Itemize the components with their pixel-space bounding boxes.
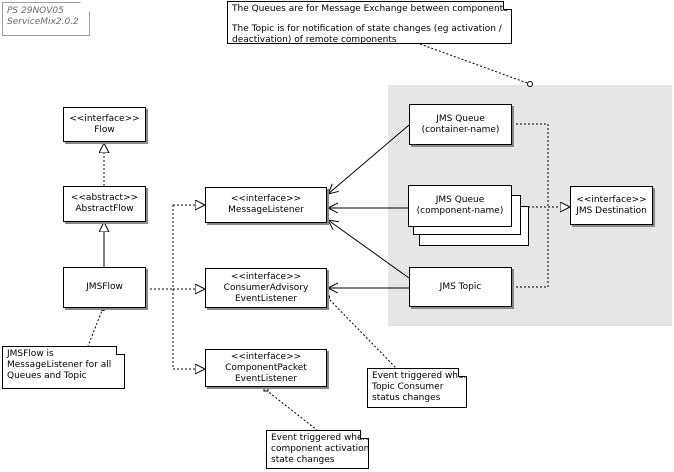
jms-queue-component-name: JMS Queue <box>435 195 485 205</box>
jms-topic-name: JMS Topic <box>439 281 482 292</box>
jms-flow-class[interactable]: JMSFlow <box>63 267 146 308</box>
queues-topic-note-anchor-line <box>419 43 531 85</box>
consumer-advisory-event-listener-interface[interactable]: <<interface>> ConsumerAdvisory EventList… <box>205 268 327 308</box>
queues-topic-note: The Queues are for Message Exchange betw… <box>227 1 512 44</box>
jms-queue-component[interactable]: JMS Queue (component-name) <box>408 185 512 227</box>
topic-to-messagelistener <box>328 220 410 279</box>
jmsflow-listener-note-line2: MessageListener for all <box>7 360 112 370</box>
component-packet-name-line2: EventListener <box>235 373 297 384</box>
component-event-note-fold <box>360 430 369 439</box>
jmsflow-listener-note-fold <box>116 346 125 355</box>
message-listener-stereotype: <<interface>> <box>230 194 302 204</box>
jms-flow-name: JMSFlow <box>86 282 123 292</box>
consumer-event-note-line1: Event triggered when <box>372 371 470 381</box>
jmsflow-listener-note: JMSFlow is MessageListener for all Queue… <box>2 346 125 389</box>
abstract-flow-class[interactable]: <<abstract>> AbstractFlow <box>63 186 146 222</box>
listener-associations <box>328 124 410 288</box>
topic-to-destination <box>512 207 549 288</box>
queues-topic-anchor-dot <box>527 81 533 87</box>
version-stamp: PS 29NOV05 ServiceMix2.0.2 <box>2 2 90 36</box>
jmsflow-listener-note-line3: Queues and Topic <box>7 371 87 381</box>
jmsflow-note-anchor-line <box>87 307 104 347</box>
consumer-event-note: Event triggered when Topic Consumer stat… <box>367 368 467 408</box>
note-anchors <box>87 43 531 431</box>
consumer-advisory-name-line1: ConsumerAdvisory <box>223 282 309 293</box>
realization-connectors <box>146 205 205 369</box>
component-event-note-line2: component activation <box>271 444 370 454</box>
component-event-anchor-line <box>265 389 318 431</box>
component-packet-event-listener-interface[interactable]: <<interface>> ComponentPacket EventListe… <box>205 349 327 387</box>
jmsflow-listener-note-line1: JMSFlow is <box>7 349 54 359</box>
consumer-event-note-line3: status changes <box>372 393 441 403</box>
jms-destination-interface[interactable]: <<interface>> JMS Destination <box>570 186 653 225</box>
version-stamp-date: PS 29NOV05 <box>7 6 64 16</box>
component-event-anchor-dot <box>263 386 269 392</box>
jms-queue-container-detail: (container-name) <box>421 124 500 135</box>
version-stamp-product: ServiceMix2.0.2 <box>7 17 79 27</box>
consumer-advisory-stereotype: <<interface>> <box>230 271 302 282</box>
component-event-note-line1: Event triggered when <box>271 433 369 443</box>
jms-destination-stereotype: <<interface>> <box>576 194 647 205</box>
queues-topic-note-fold <box>503 1 512 10</box>
jms-queue-container[interactable]: JMS Queue (container-name) <box>409 104 512 145</box>
jms-queue-container-name: JMS Queue <box>436 113 485 124</box>
consumer-event-note-fold <box>458 368 467 377</box>
message-listener-interface[interactable]: <<interface>> MessageListener <box>205 187 327 223</box>
queues-topic-note-line3: deactivation) of remote components <box>232 35 397 45</box>
consumer-event-note-line2: Topic Consumer <box>372 382 444 392</box>
component-event-note: Event triggered when component activatio… <box>266 430 369 469</box>
component-packet-name-line1: ComponentPacket <box>225 362 307 373</box>
container-queue-to-messagelistener <box>328 124 410 194</box>
message-listener-name: MessageListener <box>228 205 304 215</box>
consumer-advisory-name-line2: EventListener <box>235 293 297 304</box>
consumer-event-anchor-line <box>326 296 397 369</box>
flow-interface[interactable]: <<interface>> Flow <box>63 107 146 142</box>
component-event-note-line3: state changes <box>271 455 335 465</box>
abstract-flow-name: AbstractFlow <box>75 204 134 214</box>
flow-name: Flow <box>94 124 115 135</box>
abstract-flow-stereotype: <<abstract>> <box>70 193 139 203</box>
jms-queue-component-detail: (component-name) <box>416 206 504 216</box>
jms-destination-name: JMS Destination <box>576 205 647 216</box>
jms-topic[interactable]: JMS Topic <box>409 267 512 307</box>
queues-topic-note-line2: The Topic is for notification of state c… <box>232 24 502 34</box>
flow-stereotype: <<interface>> <box>69 113 140 124</box>
container-queue-to-destination <box>512 123 549 207</box>
queues-topic-note-line1: The Queues are for Message Exchange betw… <box>232 4 508 14</box>
component-packet-stereotype: <<interface>> <box>230 351 302 362</box>
